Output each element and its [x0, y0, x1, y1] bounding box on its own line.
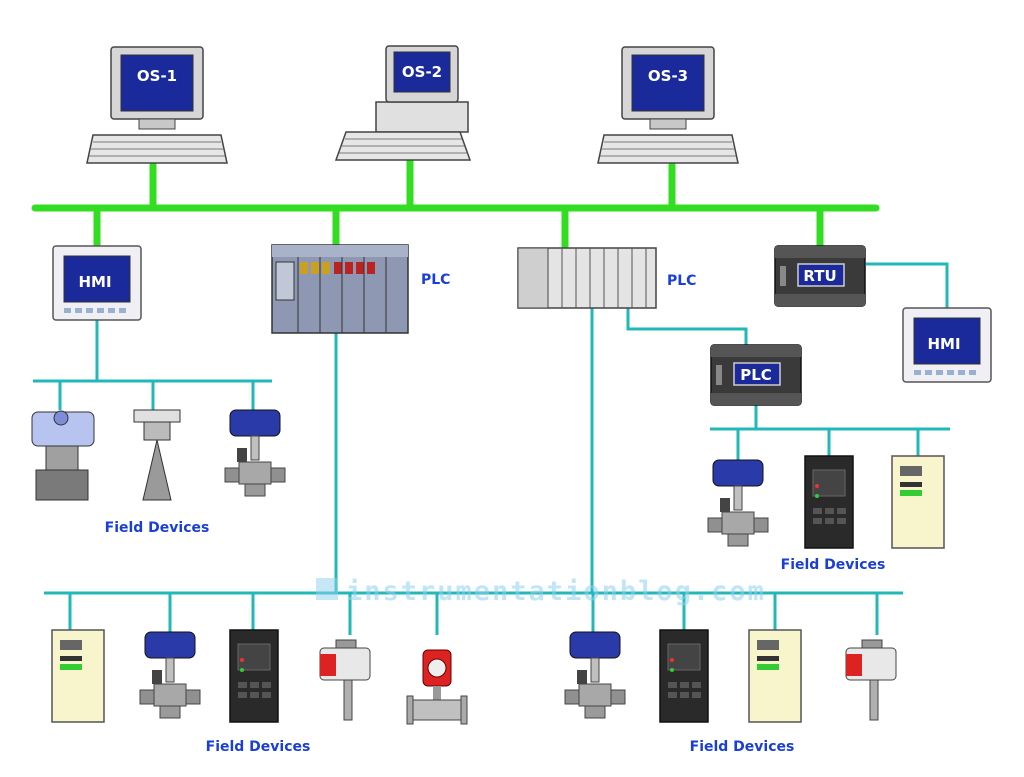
- field-network: [33, 262, 950, 635]
- operator-station-2: OS-2: [334, 45, 472, 161]
- control-network: [31, 156, 880, 252]
- hmi-right-label: HMI: [927, 335, 960, 353]
- plc1-label: PLC: [421, 272, 450, 288]
- rtu-to-hmi: [866, 262, 949, 308]
- control-valve-icon: [707, 459, 769, 547]
- operator-station-1: OS-1: [86, 46, 228, 164]
- plc-compact-label: PLC: [740, 366, 772, 384]
- rtu-label: RTU: [803, 267, 836, 285]
- watermark-text: instrumentationblog.com: [346, 576, 766, 607]
- control-valve-icon: [139, 631, 201, 719]
- plc2-label: PLC: [667, 273, 696, 289]
- flow-meter-icon: [406, 649, 468, 725]
- hmi-left-label: HMI: [78, 273, 111, 291]
- watermark: instrumentationblog.com: [316, 576, 766, 607]
- analyzer-panel-icon: [229, 629, 279, 723]
- pressure-transmitter-icon: [31, 410, 95, 501]
- analyzer-panel-icon: [804, 455, 854, 549]
- os3-label: OS-3: [648, 67, 688, 85]
- motor-actuator-icon: [319, 639, 371, 721]
- plc2-to-small-plc: [626, 308, 748, 345]
- vfd-drive-icon: [748, 629, 802, 723]
- watermark-logo-icon: [316, 578, 338, 600]
- rtu: RTU: [774, 245, 866, 307]
- field-devices-label-bus-left: Field Devices: [206, 739, 311, 755]
- field-devices-label-bus-right: Field Devices: [690, 739, 795, 755]
- plc-rack-1: PLC: [271, 244, 450, 334]
- control-valve-icon: [564, 631, 626, 719]
- field-devices-label-hmi: Field Devices: [105, 520, 210, 536]
- vfd-drive-icon: [51, 629, 105, 723]
- os1-label: OS-1: [137, 67, 177, 85]
- os2-label: OS-2: [402, 63, 442, 81]
- plc-rack-2: PLC: [517, 247, 696, 309]
- radar-level-icon: [133, 409, 181, 501]
- vfd-drive-icon: [891, 455, 945, 549]
- hmi-left: HMI: [52, 245, 142, 321]
- analyzer-panel-icon: [659, 629, 709, 723]
- field-devices-label-plc: Field Devices: [781, 557, 886, 573]
- plc-compact: PLC: [710, 344, 802, 406]
- hmi-right: HMI: [902, 307, 992, 383]
- motor-actuator-icon: [845, 639, 897, 721]
- operator-station-3: OS-3: [597, 46, 739, 164]
- control-valve-icon: [224, 409, 286, 497]
